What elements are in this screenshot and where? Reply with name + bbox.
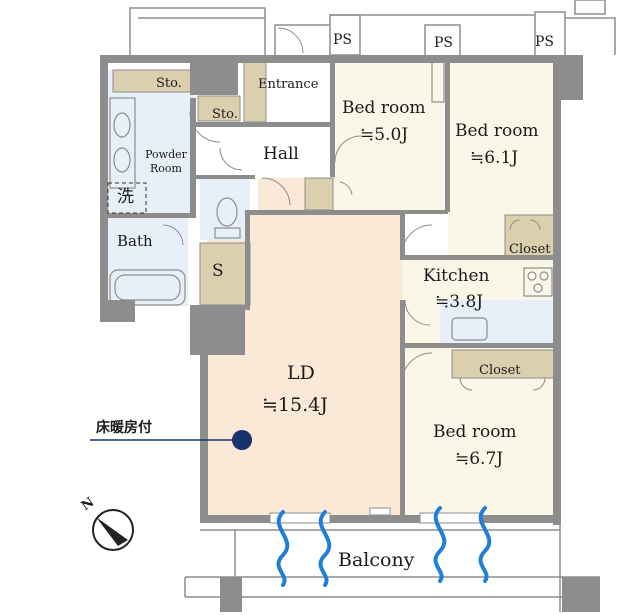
ld-area: ≒15.4J [262, 394, 328, 416]
hall-storage-block [304, 177, 334, 211]
balcony-label: Balcony [338, 549, 415, 571]
washer-label: 洗 [117, 187, 134, 207]
bedroom2-label: Bed room [455, 121, 539, 141]
ld-label: LD [287, 362, 315, 384]
door-swings [162, 27, 546, 391]
closet2-label: Closet [479, 363, 521, 378]
compass-icon [92, 509, 134, 551]
bedroom1-area: ≒5.0J [360, 125, 409, 145]
kitchen-label: Kitchen [423, 266, 490, 286]
ps-label-1: PS [333, 32, 353, 48]
bedroom3-area: ≒6.7J [455, 449, 504, 469]
washer-box [107, 182, 147, 214]
closet2-block [451, 349, 556, 379]
bedroom1-label: Bed room [342, 98, 426, 118]
bath-label: Bath [117, 232, 153, 250]
sto-top-label: Sto. [156, 76, 182, 91]
s-storage-block [199, 242, 251, 306]
balcony-pillar-left [220, 577, 242, 612]
entrance-label: Entrance [258, 77, 319, 92]
bedroom2-area: ≒6.1J [470, 148, 519, 168]
toilet-floor [200, 178, 250, 240]
fixtures [109, 61, 553, 341]
sto-small-block [197, 95, 241, 122]
ps-label-3: PS [535, 34, 555, 50]
airflow-waves-icon [276, 506, 492, 587]
kitchen-counter-area [440, 300, 558, 346]
floor-heating-note: 床暖房付 [96, 420, 152, 436]
upper-exterior-lines [129, 0, 616, 58]
bath-floor [108, 218, 188, 306]
sto-small-label: Sto. [212, 107, 238, 122]
floor-heating-marker [232, 430, 252, 450]
wall-block-left [190, 305, 245, 355]
powder-room-label: Powder Room [145, 148, 187, 175]
balcony-lines [184, 523, 600, 612]
powder-room-floor [108, 70, 195, 215]
closet1-label: Closet [509, 242, 551, 257]
bedroom3-label: Bed room [433, 422, 517, 442]
s-storage-label: S [212, 261, 224, 281]
entrance-storage-block [243, 61, 267, 123]
outer-walls [100, 55, 583, 525]
kitchen-area: ≒3.8J [435, 292, 484, 312]
hall-label: Hall [263, 144, 299, 164]
hall-floor [195, 128, 330, 178]
ps-label-2: PS [434, 35, 454, 51]
balcony-pillar-right [562, 577, 600, 612]
